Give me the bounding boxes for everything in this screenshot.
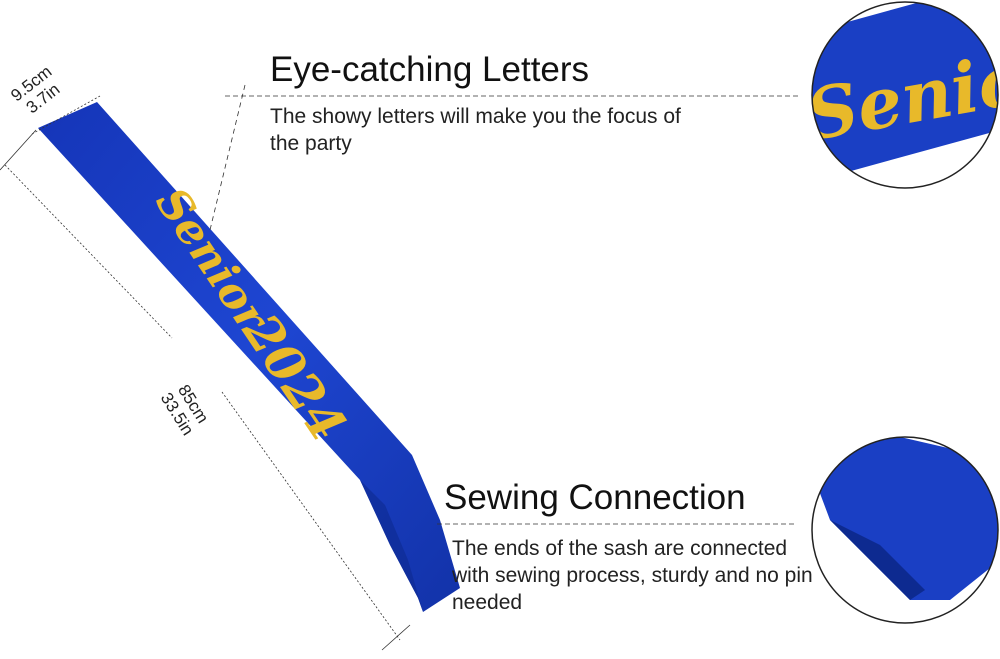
feature-title-letters: Eye-catching Letters	[270, 50, 590, 89]
feature-title-sewing: Sewing Connection	[444, 478, 746, 517]
feature-desc-letters: The showy letters will make you the focu…	[270, 105, 681, 155]
dimension-lines	[0, 84, 800, 651]
feature-desc-sewing: The ends of the sash are connected with …	[452, 537, 813, 614]
sash-shadow	[360, 480, 423, 612]
sash	[38, 102, 460, 612]
detail-circle-letters: Senio	[812, 2, 998, 188]
detail-circle-sewing	[812, 437, 998, 623]
